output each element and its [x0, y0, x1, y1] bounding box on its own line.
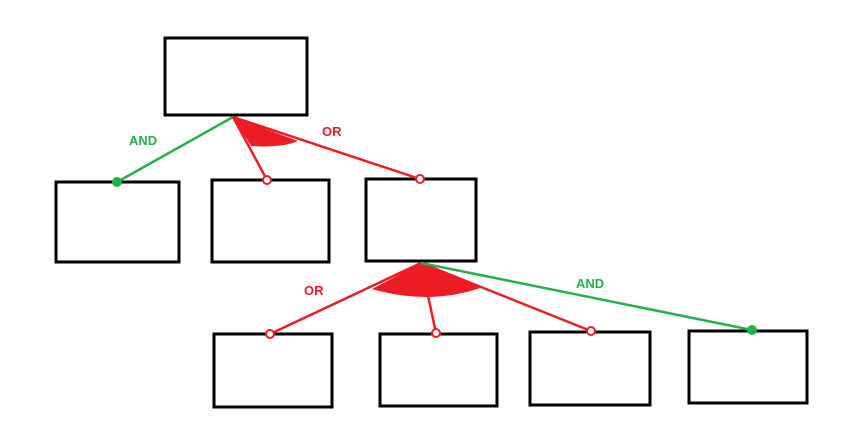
child-box-2: [210, 178, 331, 264]
and-label-top: AND: [129, 133, 157, 148]
and-connector-top: [116, 115, 234, 184]
or-connector-bottom-2: [419, 262, 438, 334]
or-endpoint-top-2: [415, 174, 425, 184]
or-endpoint-bottom-1: [265, 329, 275, 339]
root-box: [163, 36, 309, 117]
or-arc-bottom: [372, 263, 483, 298]
or-label-bottom: OR: [304, 283, 324, 298]
and-endpoint-bottom: [747, 325, 757, 335]
child-box-3: [364, 177, 478, 263]
and-connector-bottom: [420, 261, 753, 332]
or-connector-bottom-3: [420, 261, 592, 333]
grandchild-box-3: [528, 330, 652, 407]
and-label-bottom: AND: [576, 276, 604, 291]
child-box-1: [54, 180, 181, 264]
or-label-top: OR: [322, 124, 342, 139]
or-endpoint-bottom-3: [586, 326, 596, 336]
or-connector-bottom-1: [269, 261, 422, 336]
grandchild-box-1: [212, 332, 334, 409]
or-arc-top: [233, 117, 298, 147]
and-endpoint-top: [112, 177, 122, 187]
grandchild-box-4: [687, 329, 809, 405]
grandchild-box-2: [378, 332, 499, 408]
or-endpoint-bottom-2: [431, 328, 441, 338]
or-connector-top-1: [231, 116, 269, 181]
or-connector-top-2: [232, 115, 421, 181]
or-endpoint-top-1: [262, 175, 272, 185]
